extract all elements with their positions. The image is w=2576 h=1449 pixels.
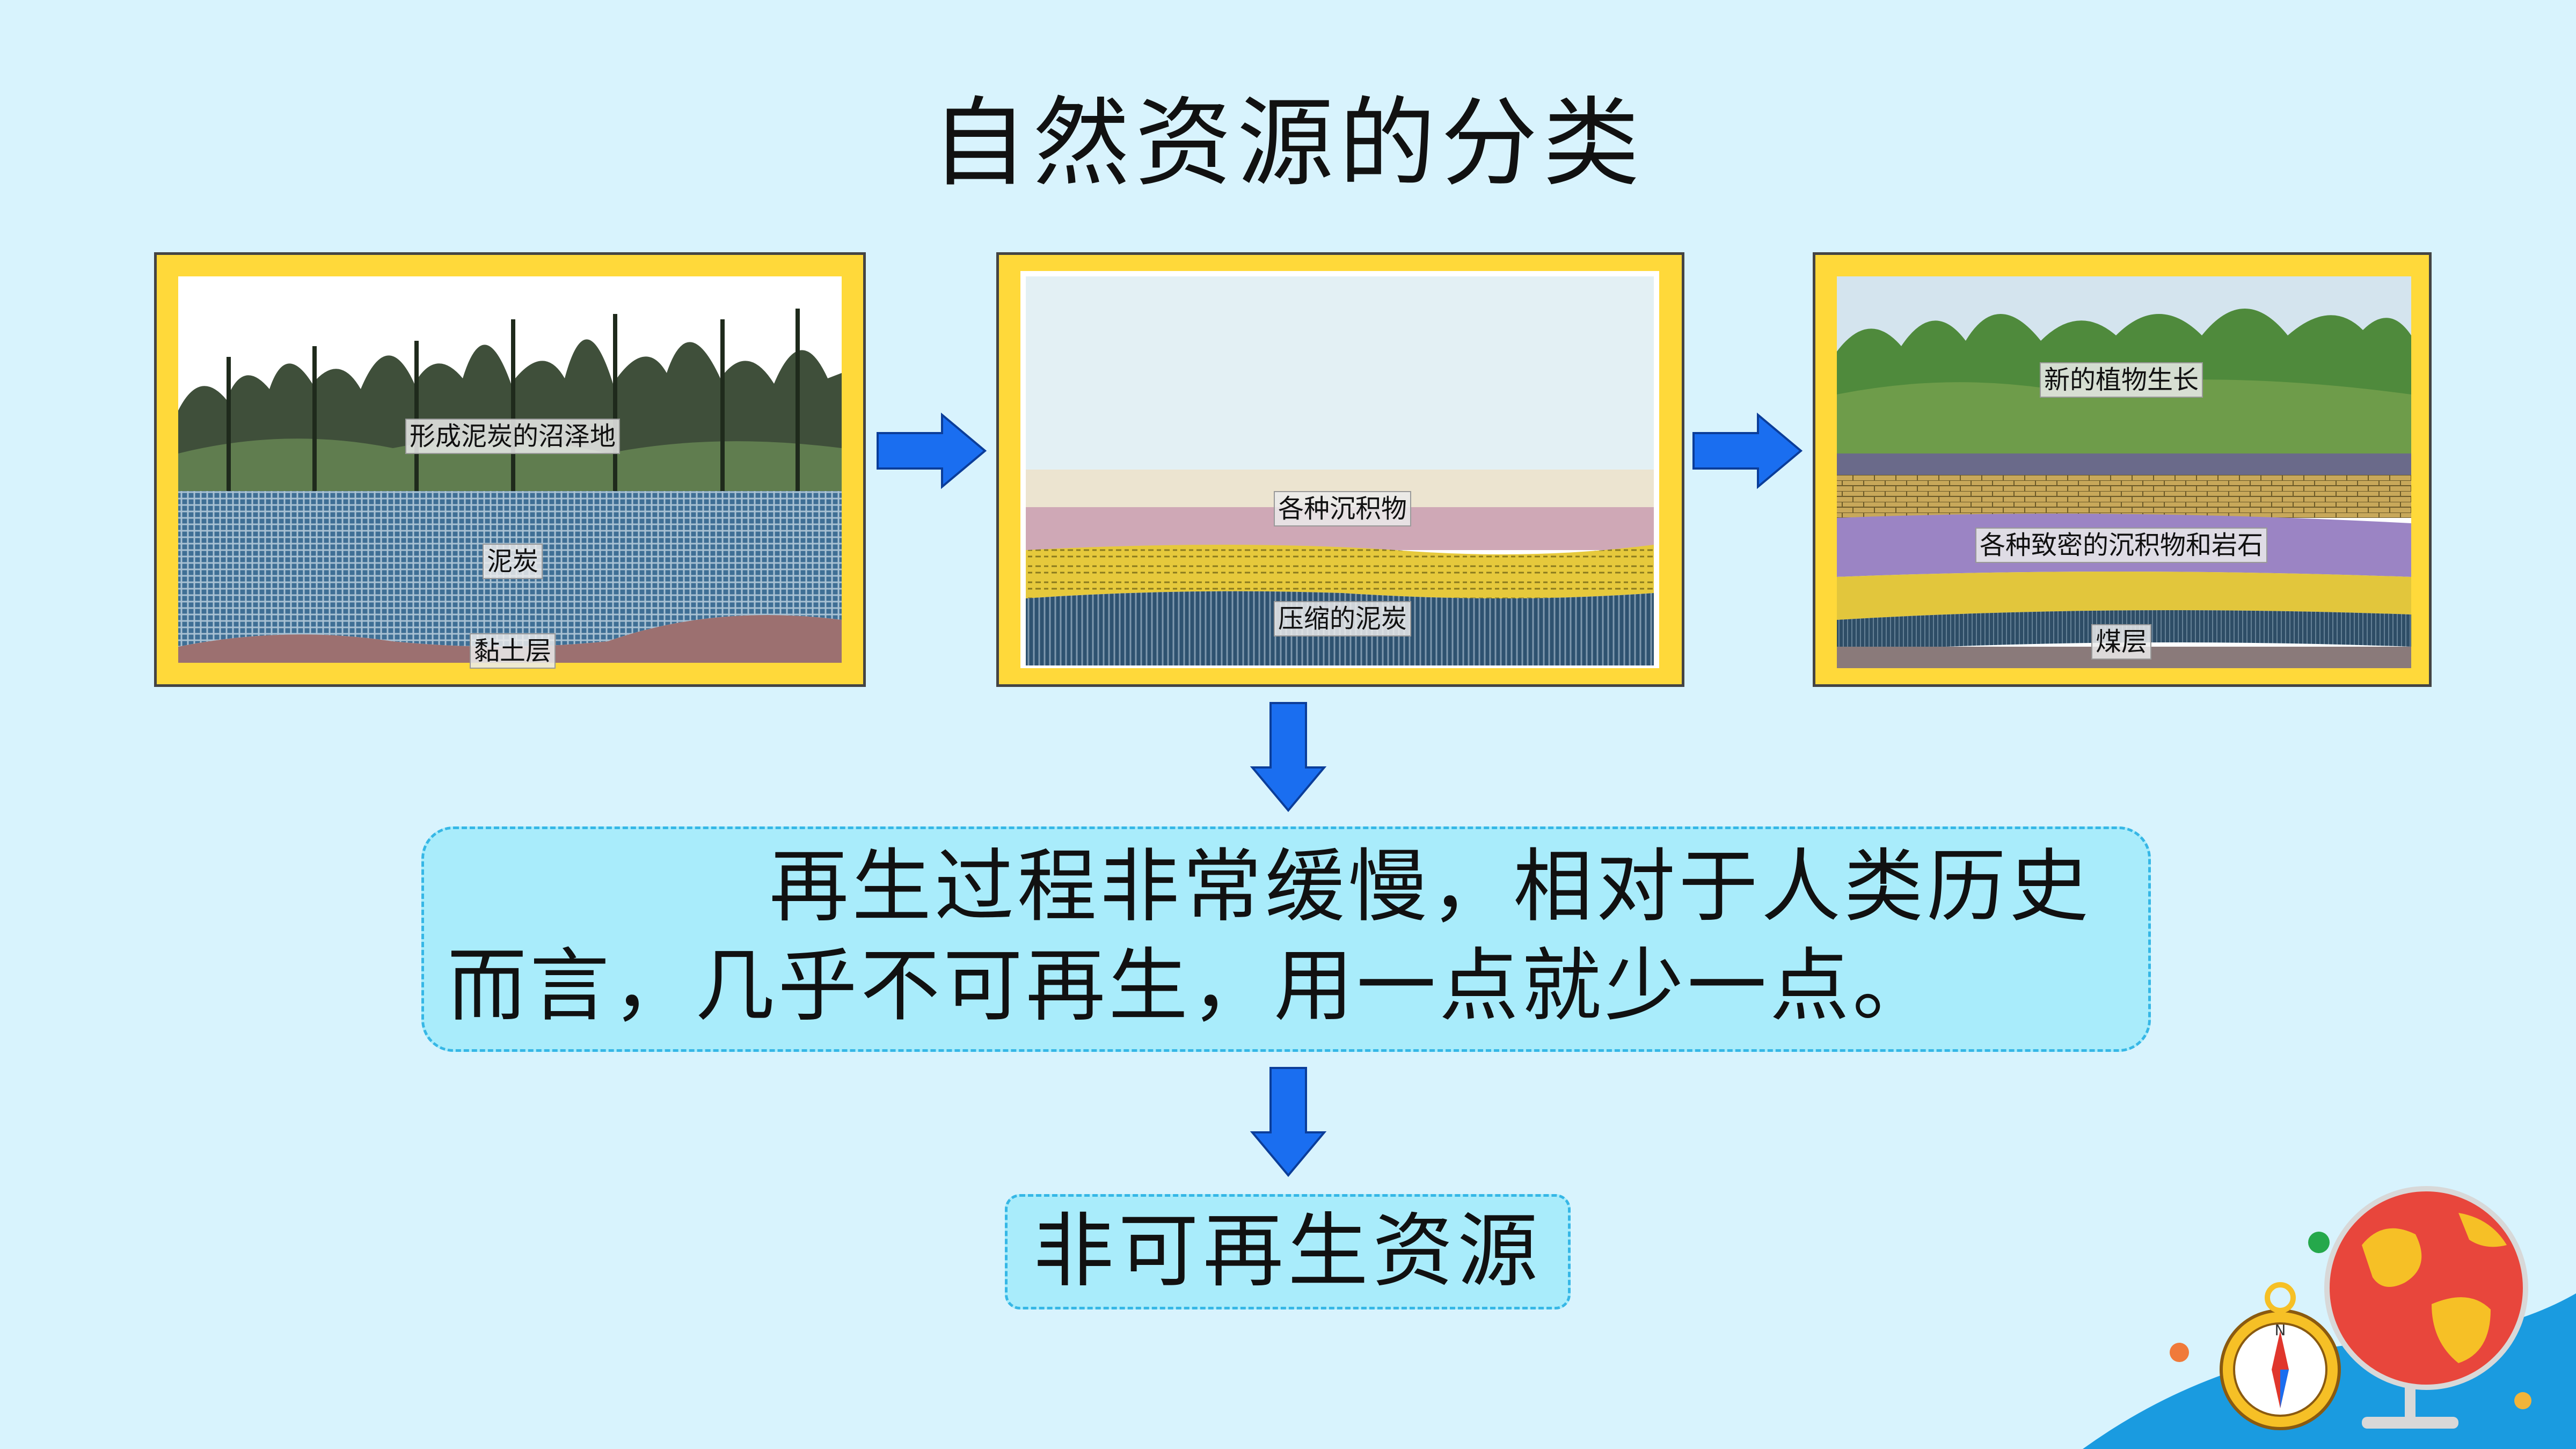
coal-illustration [1837, 276, 2411, 668]
svg-text:N: N [2275, 1321, 2286, 1339]
description-text: 再生过程非常缓慢，相对于人类历史 而言，几乎不可再生，用一点就少一点。 [447, 837, 2138, 1036]
right-arrow-icon [877, 412, 987, 489]
panel-swamp: 形成泥炭的沼泽地 泥炭 黏土层 [154, 252, 866, 687]
label-compressed-peat: 压缩的泥炭 [1273, 601, 1412, 636]
label-sediments: 各种沉积物 [1273, 491, 1412, 526]
description-line-2: 而言，几乎不可再生，用一点就少一点。 [447, 940, 1935, 1032]
label-peat: 泥炭 [482, 544, 543, 579]
panel-compressed: 各种沉积物 压缩的泥炭 [996, 252, 1684, 687]
corner-decoration: N [2083, 1186, 2576, 1449]
page-title: 自然资源的分类 [931, 87, 1645, 200]
result-box [1005, 1194, 1571, 1309]
label-coal-seam: 煤层 [2091, 624, 2152, 660]
compass-icon: N [2220, 1282, 2341, 1430]
description-box [421, 826, 2151, 1052]
result-label: 非可再生资源 [1033, 1205, 1542, 1298]
down-arrow-icon [1250, 1067, 1327, 1177]
panel-coal: 新的植物生长 各种致密的沉积物和岩石 煤层 [1813, 252, 2432, 687]
description-line-1: 再生过程非常缓慢，相对于人类历史 [769, 840, 2092, 933]
label-swamp: 形成泥炭的沼泽地 [405, 419, 621, 454]
globe-icon [2324, 1186, 2528, 1429]
swamp-illustration [178, 276, 842, 663]
down-arrow-icon [1250, 702, 1327, 813]
label-clay: 黏土层 [469, 633, 556, 669]
right-arrow-icon [1692, 412, 1803, 489]
label-dense-rock: 各种致密的沉积物和岩石 [1975, 528, 2268, 563]
label-new-plants: 新的植物生长 [2039, 362, 2203, 398]
